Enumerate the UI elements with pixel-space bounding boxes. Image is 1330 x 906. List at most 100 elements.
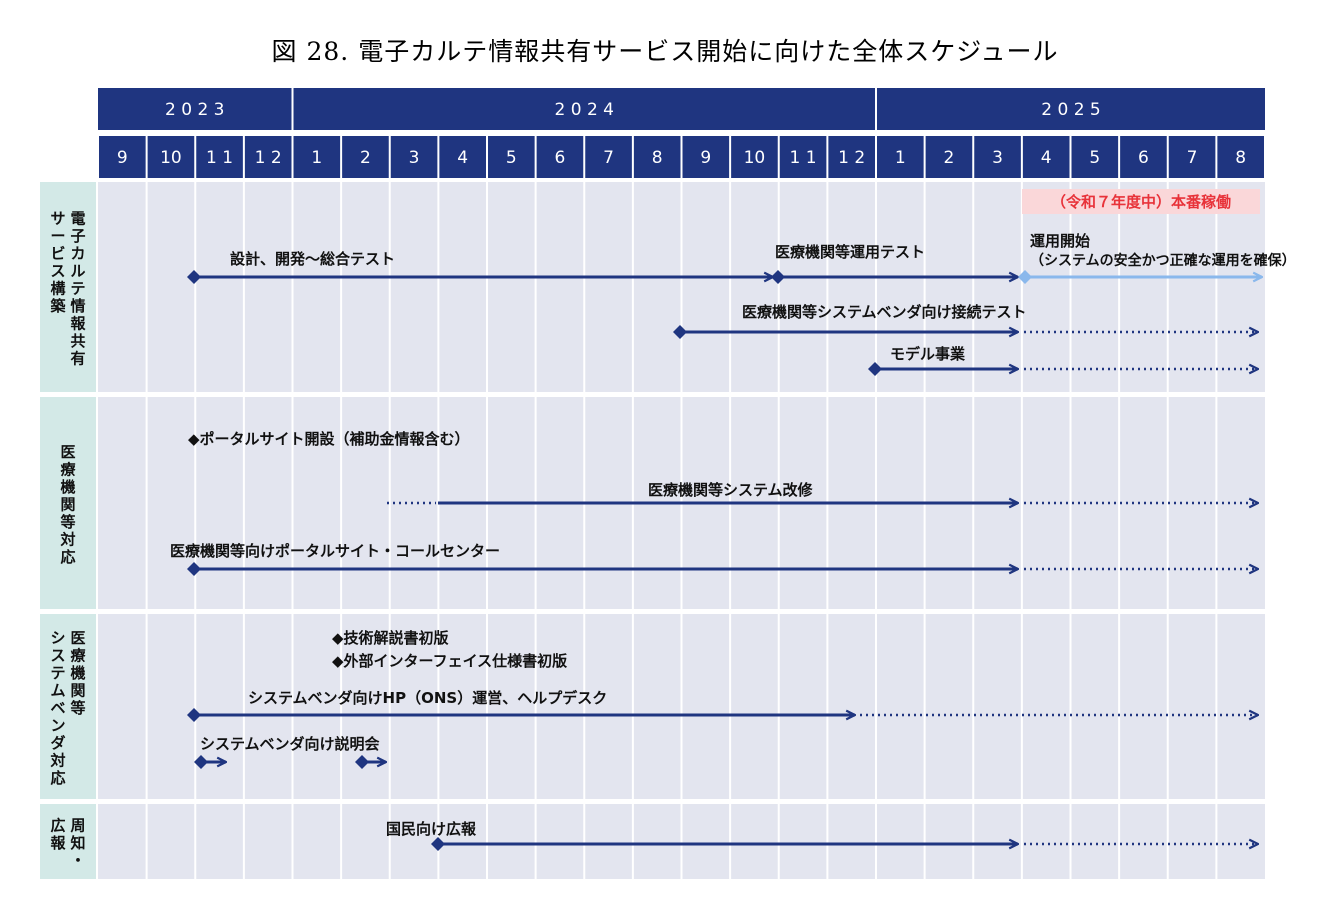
- year-label: 2 0 2 3: [165, 100, 224, 120]
- section-label-char: 周: [70, 816, 85, 834]
- milestone-diamond: [187, 708, 201, 722]
- section-label-char: 報: [50, 834, 66, 852]
- month-label: 4: [457, 148, 468, 168]
- portal-open-label: ◆ポータルサイト開設（補助金情報含む）: [188, 430, 470, 448]
- month-label: 2: [360, 148, 371, 168]
- milestone-diamond: [194, 755, 208, 769]
- section-label-char: ス: [50, 262, 65, 280]
- month-header: [974, 136, 1021, 178]
- task-vendor-connection-test: 医療機関等システムベンダ向け接続テスト: [673, 303, 1258, 339]
- section-label-char: ム: [50, 681, 65, 699]
- section-label-char: 機: [60, 478, 75, 496]
- section-label-char: 電: [70, 209, 85, 227]
- section-label-char: 対: [49, 751, 65, 769]
- month-header: [488, 136, 535, 178]
- section-label-char: 関: [70, 681, 85, 699]
- month-header: [585, 136, 632, 178]
- month-header: [147, 136, 195, 178]
- section-label-char: カ: [70, 244, 85, 262]
- month-label: 6: [1138, 148, 1149, 168]
- model-label: モデル事業: [890, 345, 966, 363]
- portal-center-label: 医療機関等向けポータルサイト・コールセンター: [170, 542, 500, 560]
- month-header: [390, 136, 438, 178]
- section-label-char: サ: [50, 209, 65, 227]
- section-medical-label-bg: [40, 397, 96, 609]
- month-header: [779, 136, 827, 178]
- month-label: 10: [744, 148, 766, 168]
- section-label-char: 医: [60, 443, 75, 461]
- year-label: 2 0 2 5: [1041, 100, 1100, 120]
- year-header: [98, 88, 292, 130]
- month-label: 8: [652, 148, 663, 168]
- month-label: 3: [409, 148, 420, 168]
- month-label: 2: [944, 148, 955, 168]
- task-system-modification: 医療機関等システム改修: [387, 481, 1258, 503]
- month-label: 1 2: [838, 148, 865, 168]
- month-label: 4: [1041, 148, 1052, 168]
- vendor-brief-label: システムベンダ向け説明会: [200, 735, 380, 753]
- task-model-project: モデル事業: [868, 345, 1258, 376]
- month-label: 7: [603, 148, 614, 168]
- year-header: [877, 88, 1265, 130]
- milestone-diamond: [771, 270, 785, 284]
- month-label: 9: [117, 148, 128, 168]
- month-label: 1 1: [206, 148, 233, 168]
- sysmod-label: 医療機関等システム改修: [648, 481, 814, 499]
- section-label-char: 療: [60, 460, 76, 478]
- milestone-diamond: [187, 562, 201, 576]
- month-header: [342, 136, 389, 178]
- section-label-char: ル: [70, 262, 85, 280]
- month-header: [633, 136, 681, 178]
- month-label: 1 2: [255, 148, 282, 168]
- month-label: 8: [1235, 148, 1246, 168]
- month-label: 1 1: [790, 148, 817, 168]
- month-label: 10: [160, 148, 182, 168]
- month-label: 7: [1187, 148, 1198, 168]
- year-header: [293, 88, 875, 130]
- task-design-label: 設計、開発～総合テスト: [230, 250, 395, 268]
- task-public-pr: 国民向け広報: [386, 820, 1258, 851]
- section-vendor-label-bg: [40, 614, 96, 799]
- milestone-diamond: [673, 325, 687, 339]
- task-medical-test: 医療機関等運用テスト: [771, 243, 1018, 284]
- pr-label: 国民向け広報: [386, 820, 477, 838]
- section-label-char: ベ: [50, 699, 65, 717]
- section-label-char: ー: [50, 227, 65, 245]
- opstart-label: 運用開始: [1030, 232, 1090, 250]
- section-pr-label-bg: [40, 804, 96, 879]
- month-header: [196, 136, 243, 178]
- month-label: 1: [895, 148, 906, 168]
- grid-background: [98, 182, 1265, 879]
- section-label-char: 知: [70, 834, 85, 852]
- section-label-char: 子: [70, 227, 85, 245]
- opstart-sublabel: （システムの安全かつ正確な運用を確保）: [1030, 252, 1296, 269]
- month-header: [1022, 136, 1070, 178]
- month-header: [731, 136, 778, 178]
- month-header: [244, 136, 292, 178]
- month-label: 9: [700, 148, 711, 168]
- section-label-char: 広: [50, 816, 65, 834]
- milestone-diamond: [187, 270, 201, 284]
- task-vendor-briefing: システムベンダ向け説明会: [194, 735, 386, 769]
- section-label-char: ・: [70, 851, 85, 869]
- section-label-char: 築: [49, 297, 66, 315]
- month-header: [1217, 136, 1264, 178]
- row-labels: 電子カルテ情報共有サービス構築医療機関等対応医療機関等システムベンダ対応周知・広…: [40, 182, 96, 879]
- month-header: [925, 136, 973, 178]
- section-label-char: 応: [50, 769, 65, 787]
- year-label: 2 0 2 4: [555, 100, 614, 120]
- section-label-char: 療: [70, 646, 86, 664]
- section-label-char: ダ: [50, 734, 65, 752]
- section-label-char: 報: [70, 314, 86, 332]
- task-operation-start: 運用開始 （システムの安全かつ正確な運用を確保）: [1018, 232, 1296, 284]
- month-header: [99, 136, 146, 178]
- month-header: [828, 136, 875, 178]
- section-label-char: 情: [70, 297, 85, 315]
- milestone-diamond: [1018, 270, 1032, 284]
- month-label: 6: [555, 148, 566, 168]
- section-label-char: 応: [60, 548, 75, 566]
- tech-doc-label: ◆技術解説書初版: [332, 629, 449, 647]
- section-label-char: 共: [70, 332, 85, 350]
- month-header: [293, 136, 341, 178]
